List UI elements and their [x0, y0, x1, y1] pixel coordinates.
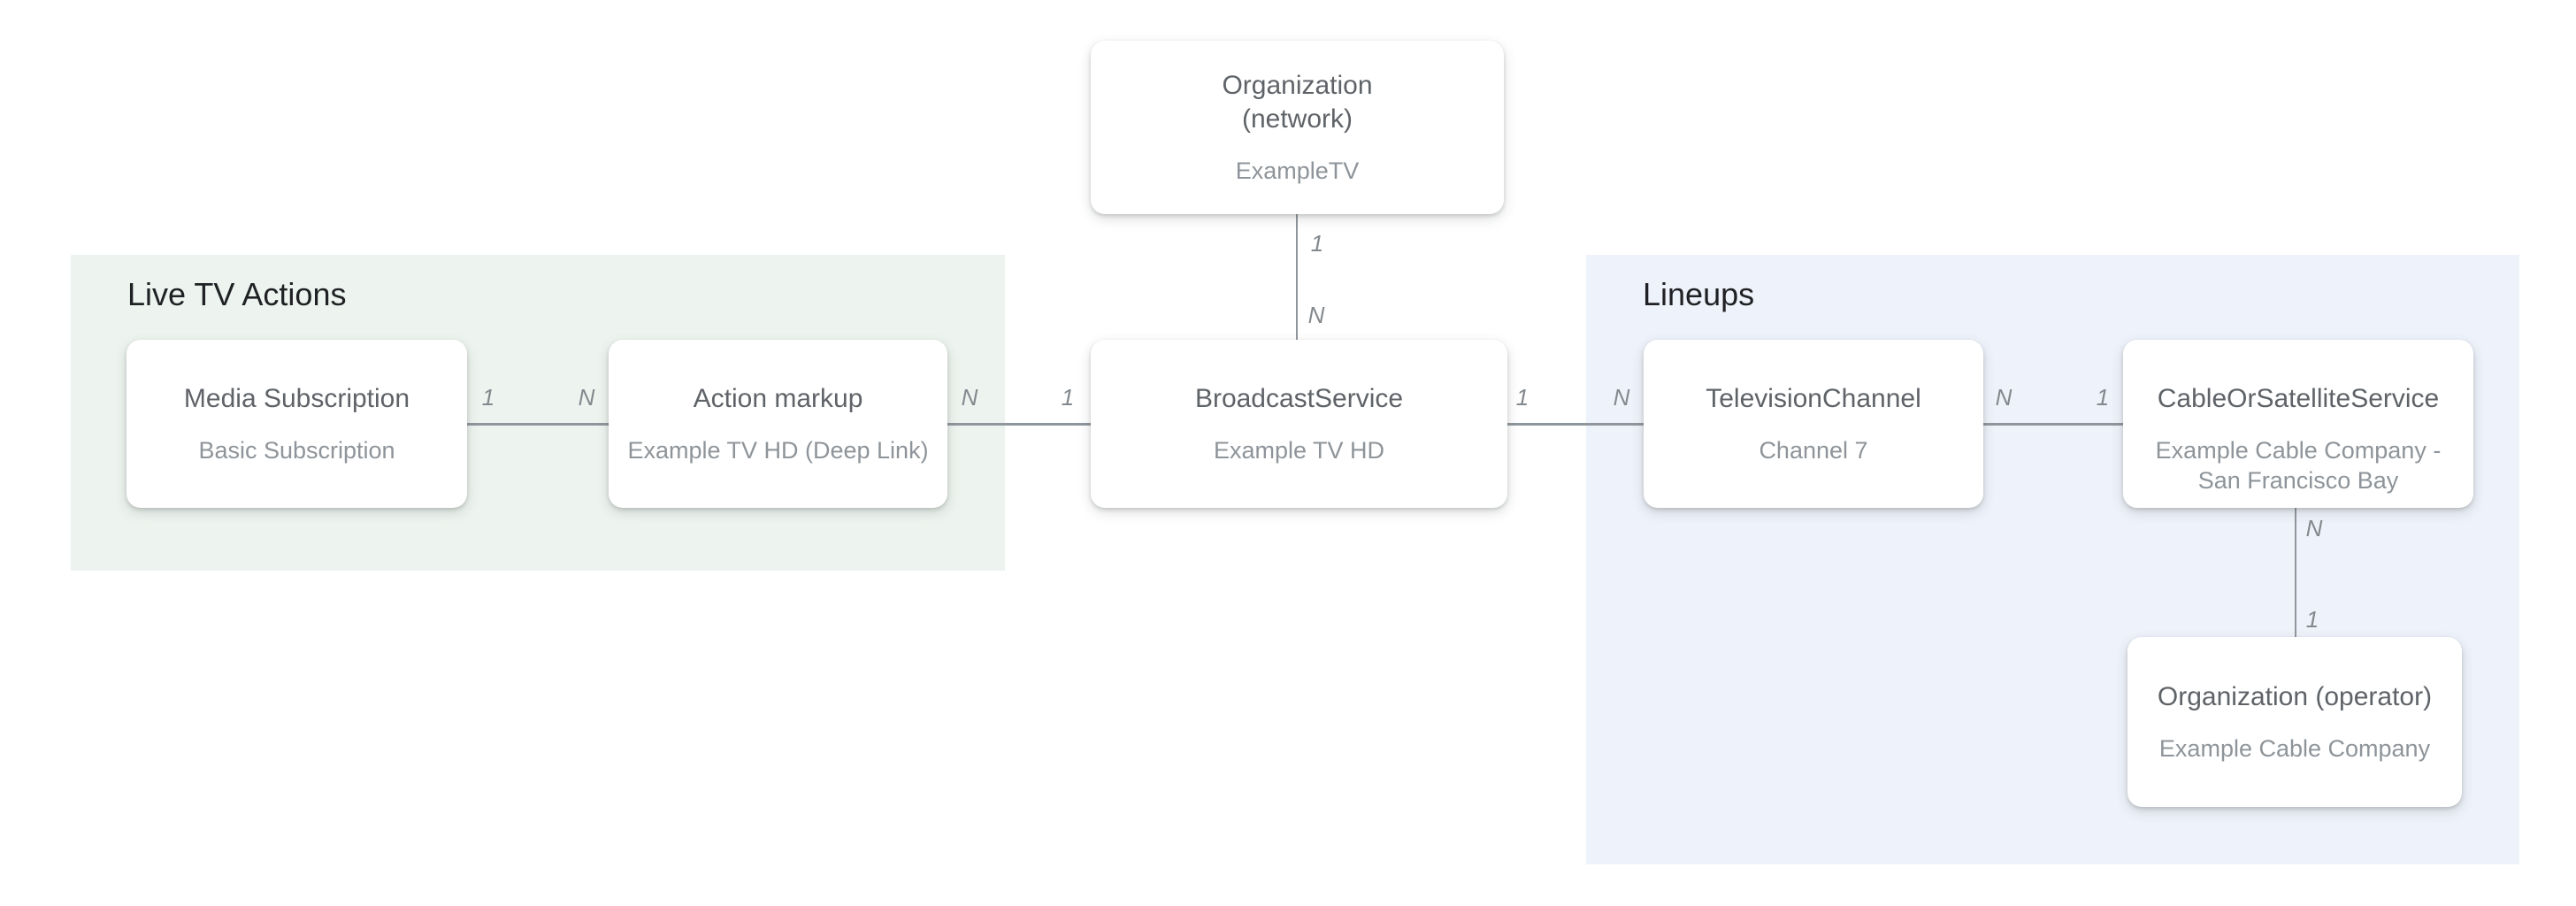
cardinality-broadcast-service-left-end: 1 — [1061, 384, 1075, 411]
cardinality-action-markup-near-end: N — [578, 384, 595, 411]
cardinality-action-markup-far-end: N — [961, 384, 978, 411]
node-title-broadcast-service: BroadcastService — [1194, 384, 1404, 413]
node-broadcast-service: BroadcastService Example TV HD — [1091, 340, 1507, 508]
node-title-cable-or-satellite-service: CableOrSatelliteService — [2157, 384, 2440, 413]
node-subtitle-broadcast-service: Example TV HD — [1213, 437, 1385, 464]
group-title-live-tv-actions: Live TV Actions — [127, 276, 347, 312]
connector-organization-network-to-broadcast-service — [1296, 214, 1298, 340]
node-subtitle-organization-network: ExampleTV — [1235, 157, 1360, 184]
cardinality-broadcast-service-top-end: N — [1307, 302, 1325, 328]
cardinality-television-channel-right-end: N — [1995, 384, 2012, 411]
node-organization-network: Organization (network) ExampleTV — [1091, 41, 1504, 214]
cardinality-broadcast-service-right-end: 1 — [1515, 384, 1530, 411]
node-title-organization-operator: Organization (operator) — [2157, 682, 2433, 711]
node-subtitle-media-subscription: Basic Subscription — [198, 437, 395, 464]
node-media-subscription: Media Subscription Basic Subscription — [126, 340, 467, 508]
node-subtitle-action-markup: Example TV HD (Deep Link) — [627, 437, 929, 464]
connector-media-subscription-to-action-markup — [467, 423, 609, 426]
node-title-television-channel: TelevisionChannel — [1706, 384, 1921, 413]
cardinality-television-channel-left-end: N — [1613, 384, 1630, 411]
connector-action-markup-to-broadcast-service — [947, 423, 1091, 426]
node-title-action-markup: Action markup — [693, 384, 863, 413]
group-title-lineups: Lineups — [1643, 276, 1755, 312]
connector-television-channel-to-cable-service — [1983, 423, 2123, 426]
cardinality-organization-network-end: 1 — [1310, 230, 1324, 257]
node-television-channel: TelevisionChannel Channel 7 — [1644, 340, 1983, 508]
connector-broadcast-service-to-television-channel — [1507, 423, 1644, 426]
cardinality-media-subscription-end: 1 — [481, 384, 495, 411]
node-organization-operator: Organization (operator) Example Cable Co… — [2128, 637, 2462, 807]
cardinality-organization-operator-end: 1 — [2305, 606, 2319, 633]
node-action-markup: Action markup Example TV HD (Deep Link) — [609, 340, 947, 508]
node-title-organization-network: Organization (network) — [1222, 71, 1373, 134]
cardinality-cable-service-left-end: 1 — [2096, 384, 2110, 411]
node-cable-or-satellite-service: CableOrSatelliteService Example Cable Co… — [2123, 340, 2473, 508]
node-title-media-subscription: Media Subscription — [183, 384, 410, 413]
cardinality-cable-service-bottom-end: N — [2305, 515, 2323, 541]
node-subtitle-cable-or-satellite-service: Example Cable Company - San Francisco Ba… — [2155, 437, 2442, 494]
node-subtitle-organization-operator: Example Cable Company — [2158, 735, 2431, 762]
connector-cable-service-to-organization-operator — [2295, 508, 2296, 637]
node-subtitle-television-channel: Channel 7 — [1759, 437, 1868, 464]
